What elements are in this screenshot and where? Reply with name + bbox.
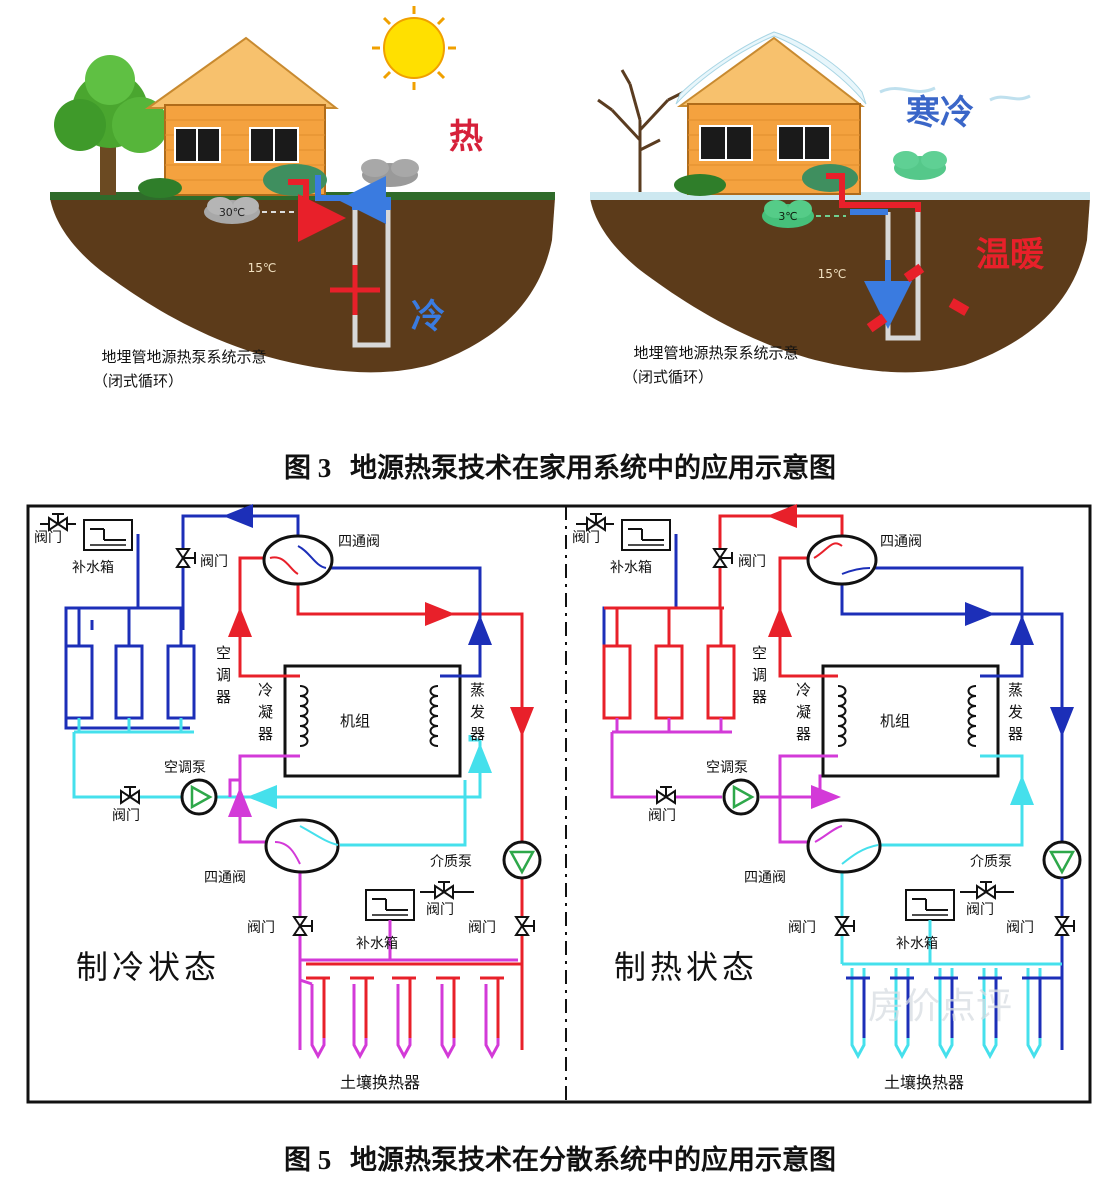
hot-pipe-segment [288, 179, 346, 242]
soil-block [50, 198, 555, 373]
figure5-caption-number: 图 5 [283, 1145, 332, 1175]
watermark: 房价点评 [868, 986, 1012, 1027]
valve-label: 阀门 [247, 920, 275, 936]
ground-temp-label: 15℃ [248, 261, 277, 275]
hot-word: 热 [449, 117, 483, 157]
four-way-valve-top [806, 534, 878, 586]
air-conditioner-label: 空调器 [216, 644, 231, 706]
air-conditioner-units [64, 644, 196, 720]
valve-label: 阀门 [648, 808, 676, 824]
makeup-tank-icon [365, 889, 415, 921]
valve-label: 阀门 [788, 920, 816, 936]
sun-icon [372, 6, 456, 90]
steam-cloud-icon [361, 159, 419, 187]
snowy-house-icon [674, 31, 867, 196]
snow-cloud-icon [879, 86, 1031, 102]
heating-panel: 房价点评 阀门 补水箱 阀门 四通阀 空调器 冷凝器 机组 蒸发器 空调泵 阀门… [572, 504, 1082, 1092]
figure3-illustration: 30℃ 热 冷 15℃ 地埋管地源热泵系统示意 （闭式循环） [50, 6, 1090, 390]
makeup-tank-icon [905, 889, 955, 921]
fig3-left-panel: 30℃ 热 冷 15℃ 地埋管地源热泵系统示意 （闭式循环） [50, 6, 555, 390]
soil-exchanger-label: 土壤换热器 [884, 1073, 964, 1092]
makeup-tank-label: 补水箱 [896, 936, 938, 952]
air-conditioner-units [602, 644, 736, 720]
medium-pump-label: 介质泵 [430, 854, 472, 870]
cold-word: 冷 [411, 297, 445, 337]
four-way-valve-label: 四通阀 [744, 870, 786, 886]
evaporator-label: 蒸发器 [1008, 681, 1023, 743]
ac-pump-icon [722, 778, 760, 816]
figure5-caption-text: 地源热泵技术在分散系统中的应用示意图 [350, 1145, 837, 1176]
soil-heat-exchanger [298, 958, 524, 1060]
condenser-label: 冷凝器 [796, 681, 811, 743]
valve-label: 阀门 [200, 554, 228, 570]
cooling-panel: 阀门 补水箱 阀门 四通阀 空调器 冷凝器 机组 蒸发器 空调泵 阀门 四通阀 … [34, 504, 542, 1092]
valve-label: 阀门 [966, 902, 994, 918]
four-way-valve-label: 四通阀 [338, 534, 380, 550]
makeup-tank-icon [621, 519, 671, 551]
unit-label: 机组 [880, 712, 910, 730]
makeup-tank-label: 补水箱 [610, 560, 652, 576]
ground-temp-label: 15℃ [818, 267, 847, 281]
figure3-caption-number: 图 3 [283, 453, 332, 483]
system-note-line2: （闭式循环） [623, 368, 713, 386]
valve-label: 阀门 [468, 920, 496, 936]
system-note-line2: （闭式循环） [93, 372, 183, 390]
system-note-line1: 地埋管地源热泵系统示意 [633, 344, 798, 362]
system-note-line1: 地埋管地源热泵系统示意 [101, 348, 266, 366]
figure5-diagram: 阀门 补水箱 阀门 四通阀 空调器 冷凝器 机组 蒸发器 空调泵 阀门 四通阀 … [26, 504, 1092, 1104]
figure5-caption: 图 5 地源热泵技术在分散系统中的应用示意图 [0, 1138, 1120, 1177]
soil-exchanger-label: 土壤换热器 [340, 1073, 420, 1092]
four-way-valve-label: 四通阀 [880, 534, 922, 550]
valve-label: 阀门 [572, 530, 600, 546]
cooling-state-label: 制冷状态 [76, 948, 220, 986]
heat-absorb-arrows [866, 263, 970, 333]
warm-word: 温暖 [976, 235, 1045, 275]
soil-heat-exchanger [842, 962, 1062, 1060]
valve-label: 阀门 [426, 902, 454, 918]
heating-state-label: 制热状态 [614, 948, 758, 986]
valve-label: 阀门 [112, 808, 140, 824]
figure3-caption-text: 地源热泵技术在家用系统中的应用示意图 [350, 453, 837, 484]
medium-pump-icon [502, 790, 542, 880]
ac-pump-label: 空调泵 [706, 760, 748, 776]
four-way-valve-bottom [806, 818, 882, 874]
valve-label: 阀门 [34, 530, 62, 546]
house-icon [138, 36, 339, 198]
ac-pump-icon [180, 778, 218, 816]
air-conditioner-label: 空调器 [752, 644, 767, 706]
ac-pump-label: 空调泵 [164, 760, 206, 776]
valve-label: 阀门 [738, 554, 766, 570]
four-way-valve-bottom [264, 818, 340, 874]
makeup-tank-label: 补水箱 [356, 936, 398, 952]
bare-tree-icon [597, 69, 685, 192]
heat-release-arrows [330, 265, 380, 315]
air-temp-label: 3℃ [778, 210, 797, 223]
medium-pump-label: 介质泵 [970, 854, 1012, 870]
makeup-tank-label: 补水箱 [72, 560, 114, 576]
chiller-unit-box [821, 664, 1000, 778]
air-temp-label: 30℃ [219, 206, 245, 219]
unit-label: 机组 [340, 712, 370, 730]
steam-cloud-icon [893, 151, 947, 180]
valve-label: 阀门 [1006, 920, 1034, 936]
air-temp-cloud: 3℃ [762, 200, 814, 228]
air-temp-cloud: 30℃ [204, 197, 260, 224]
cold-word: 寒冷 [906, 93, 974, 133]
figure3-caption: 图 3 地源热泵技术在家用系统中的应用示意图 [0, 446, 1120, 485]
makeup-tank-icon [83, 519, 133, 551]
fig3-right-panel: 3℃ 寒冷 温暖 15℃ 地埋管地源热泵系统示意 （闭式循环） [590, 31, 1090, 386]
hot-pipe-segment [826, 173, 921, 212]
four-way-valve-label: 四通阀 [204, 870, 246, 886]
condenser-label: 冷凝器 [258, 681, 273, 743]
chiller-unit-box [283, 664, 462, 778]
tree-icon [54, 55, 168, 195]
soil-block [590, 198, 1090, 373]
four-way-valve-top [262, 534, 334, 586]
evaporator-label: 蒸发器 [470, 681, 485, 743]
